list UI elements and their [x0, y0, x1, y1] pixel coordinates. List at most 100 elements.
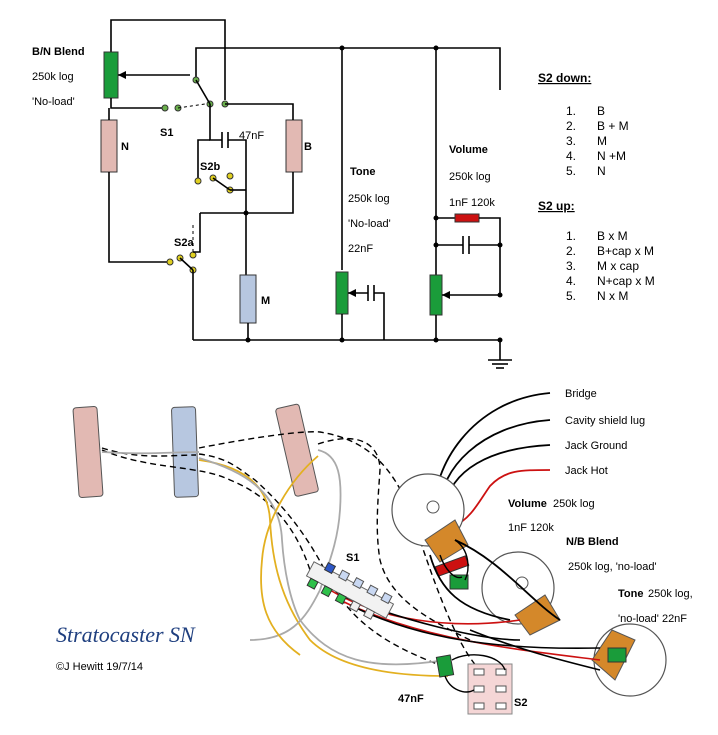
s2-down-num-1: 1.	[566, 104, 576, 118]
s1-linkage	[177, 103, 206, 109]
label-treble: 1nF 120k	[508, 522, 554, 534]
volume-treble: 1nF 120k	[449, 197, 495, 209]
s2-up-text-2: B+cap x M	[597, 244, 654, 258]
s1-green-1	[306, 577, 319, 590]
s2-up-text-1: B x M	[597, 229, 628, 243]
b-bottom-wire	[200, 172, 294, 214]
s2-up-num-3: 3.	[566, 259, 576, 273]
s1-tab-1	[323, 561, 337, 575]
s2-up-heading: S2 up:	[538, 199, 575, 213]
s1-green-2	[320, 585, 333, 598]
s2b-label: S2b	[200, 161, 220, 173]
s2-up-num-4: 4.	[566, 274, 576, 288]
label-tone-value: 250k log,	[648, 588, 693, 600]
s1-tab-2	[338, 569, 351, 582]
wire-n-dashed	[101, 447, 311, 571]
s2-lug-3	[473, 685, 485, 693]
junction-4	[433, 242, 439, 248]
blend-bottom-wire	[110, 98, 165, 109]
s2-legend: S2 down: 1. B 2. B + M 3. M 4. N +M 5. N…	[538, 71, 655, 303]
cap-right-wire	[228, 139, 247, 275]
s1-lug-1	[161, 104, 169, 112]
s2-down-num-2: 2.	[566, 119, 576, 133]
s1-white-2	[363, 607, 376, 620]
label-volume-value: 250k log	[553, 498, 595, 510]
wire-b-dashed	[198, 431, 481, 671]
label-jack-ground: Jack Ground	[565, 440, 627, 452]
b-top-wire	[225, 103, 294, 120]
pickup-b	[285, 119, 303, 173]
s2-up-num-1: 1.	[566, 229, 576, 243]
s2-lug-1	[473, 668, 485, 676]
label-nb-blend: N/B Blend	[566, 536, 619, 548]
label-cavity: Cavity shield lug	[565, 415, 645, 427]
cap-left-wire	[209, 104, 222, 141]
blend-wiper-arrow	[118, 71, 126, 79]
volume-wiper-arrow	[442, 291, 450, 299]
pickup-m-label: M	[261, 295, 270, 307]
label-nb-blend-value: 250k log, 'no-load'	[568, 561, 657, 573]
label-tone-note: 'no-load' 22nF	[618, 613, 687, 625]
wiring-pickup-n	[72, 405, 104, 499]
volume-shaft	[426, 500, 440, 514]
s2-up-text-5: N x M	[597, 289, 628, 303]
wiring-pickup-n-body	[72, 405, 104, 499]
wiring-tone-cap	[607, 647, 627, 663]
junction-11	[497, 337, 503, 343]
tone-title: Tone	[350, 166, 375, 178]
s1-blade	[195, 79, 211, 105]
blend-top-wire	[110, 19, 226, 100]
junction-2	[433, 45, 439, 51]
s2-down-num-3: 3.	[566, 134, 576, 148]
schematic: B/N Blend 250k log 'No-load' S1 47nF S2b…	[32, 19, 512, 369]
s2-lug-2	[495, 668, 507, 676]
wire-jack-hot	[454, 469, 551, 526]
wiring-pickup-b	[275, 403, 319, 497]
tone-wiper-arrow	[348, 289, 356, 297]
label-bridge: Bridge	[565, 388, 597, 400]
s1-tab-4	[366, 584, 379, 597]
s1-tab-3	[352, 576, 365, 590]
s2-down-text-5: N	[597, 164, 606, 178]
junction-9	[433, 337, 439, 343]
s2a-top-wire	[193, 213, 201, 253]
bn-blend-note: 'No-load'	[32, 96, 75, 108]
s2-down-num-4: 4.	[566, 149, 576, 163]
s2-down-text-4: N +M	[597, 149, 626, 163]
treble-resistor	[454, 213, 480, 223]
s2b-blade	[212, 177, 231, 191]
s2a-label: S2a	[174, 237, 194, 249]
s2-up-num-2: 2.	[566, 244, 576, 258]
tone-pot	[335, 271, 349, 315]
label-volume: Volume	[508, 498, 547, 510]
pickup-b-label: B	[304, 141, 312, 153]
junction-8	[339, 337, 345, 343]
treble-wires	[439, 539, 469, 581]
volume-lugs	[424, 519, 469, 563]
tone-note: 'No-load'	[348, 218, 391, 230]
tone-link	[469, 629, 601, 671]
volume-pot	[429, 274, 443, 316]
bn-blend-value: 250k log	[32, 71, 74, 83]
label-jack-hot: Jack Hot	[565, 465, 608, 477]
junction-1	[339, 45, 345, 51]
wire-m-dashed	[198, 453, 441, 666]
s2b-lug-1	[194, 177, 202, 185]
s2-down-text-3: M	[597, 134, 607, 148]
s2-down-heading: S2 down:	[538, 71, 591, 85]
volume-value: 250k log	[449, 171, 491, 183]
wire-n-grey	[101, 451, 200, 455]
diagram-title: Stratocaster SN	[56, 622, 196, 647]
s1-white-1	[348, 600, 362, 613]
label-s1: S1	[346, 552, 359, 564]
pickup-n	[100, 119, 118, 173]
cap47-wires	[444, 654, 506, 693]
wiring-pickup-b-body	[275, 403, 319, 497]
wiring: Bridge Cavity shield lug Jack Ground Jac…	[56, 388, 693, 715]
s2a-lug-1	[166, 258, 174, 266]
wire-b-yellow	[260, 455, 319, 656]
tone-cap-ground	[374, 292, 385, 340]
ground-bus	[193, 339, 501, 360]
pickup-m	[239, 274, 257, 324]
